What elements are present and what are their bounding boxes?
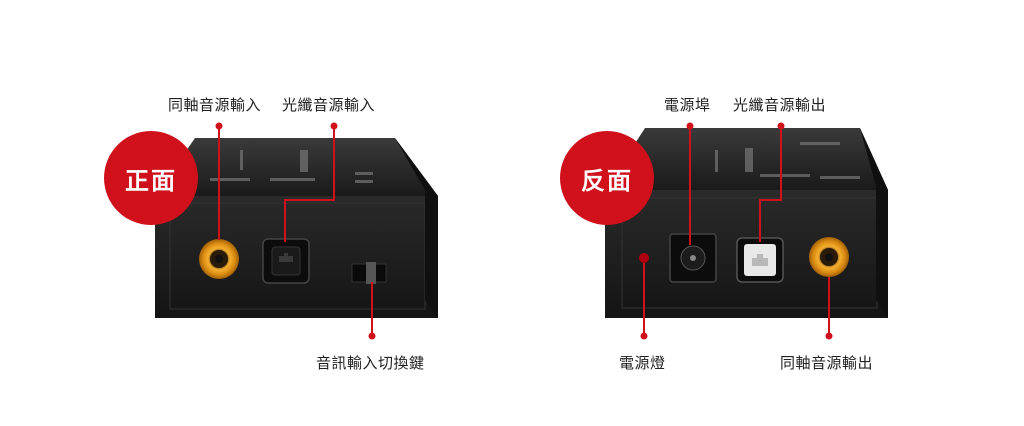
label-power-port: 電源埠 <box>664 96 711 114</box>
label-coax-output: 同軸音源輸出 <box>780 354 874 372</box>
callout-lines <box>218 126 830 336</box>
front-device <box>155 138 438 318</box>
input-switch <box>351 262 387 284</box>
back-badge: 反面 <box>560 131 654 225</box>
optical-input-port <box>262 238 310 284</box>
label-optical-input: 光纖音源輸入 <box>282 96 376 114</box>
optical-output-port <box>736 237 784 283</box>
power-port-jack <box>669 233 717 283</box>
label-coax-input: 同軸音源輸入 <box>168 96 262 114</box>
label-input-switch: 音訊輸入切換鍵 <box>316 354 425 372</box>
callout-dots <box>215 122 833 340</box>
label-optical-output: 光纖音源輸出 <box>733 96 827 114</box>
power-led-indicator <box>639 253 649 263</box>
front-badge: 正面 <box>104 131 198 225</box>
back-device <box>605 128 888 318</box>
coax-output-jack <box>809 237 849 277</box>
coax-input-jack <box>199 239 239 279</box>
label-power-led: 電源燈 <box>619 354 666 372</box>
